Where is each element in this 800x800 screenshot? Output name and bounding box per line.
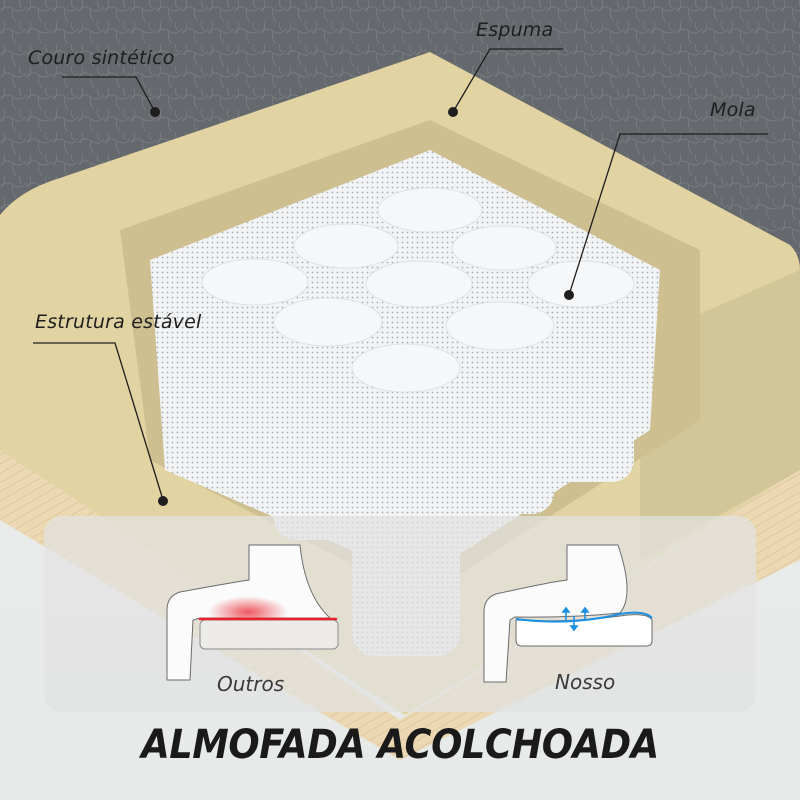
spring-callout-dot	[564, 290, 574, 300]
leather-callout-dot	[150, 107, 160, 117]
ours-seated-figure-icon	[483, 544, 653, 683]
others-seated-figure-icon	[166, 544, 339, 681]
spring-leader-line	[568, 133, 768, 296]
frame-callout-label: Estrutura estável	[35, 311, 202, 333]
others-cushion-icon	[199, 619, 339, 650]
leather-leader-line	[62, 76, 156, 113]
frame-callout-dot	[158, 496, 168, 506]
support-arrows-icon	[561, 606, 590, 632]
support-line	[515, 611, 653, 623]
headline-title: ALMOFADA ACOLCHOADA	[141, 722, 659, 768]
spring-callout-label: Mola	[710, 99, 756, 121]
foam-leader-line	[452, 48, 563, 113]
foam-callout-label: Espuma	[476, 19, 554, 41]
frame-leader-line	[33, 342, 164, 501]
leather-callout-label: Couro sintético	[28, 47, 175, 69]
others-caption: Outros	[217, 672, 285, 696]
ours-caption: Nosso	[555, 670, 616, 694]
foam-callout-dot	[448, 107, 458, 117]
comparison-panel	[44, 516, 756, 712]
